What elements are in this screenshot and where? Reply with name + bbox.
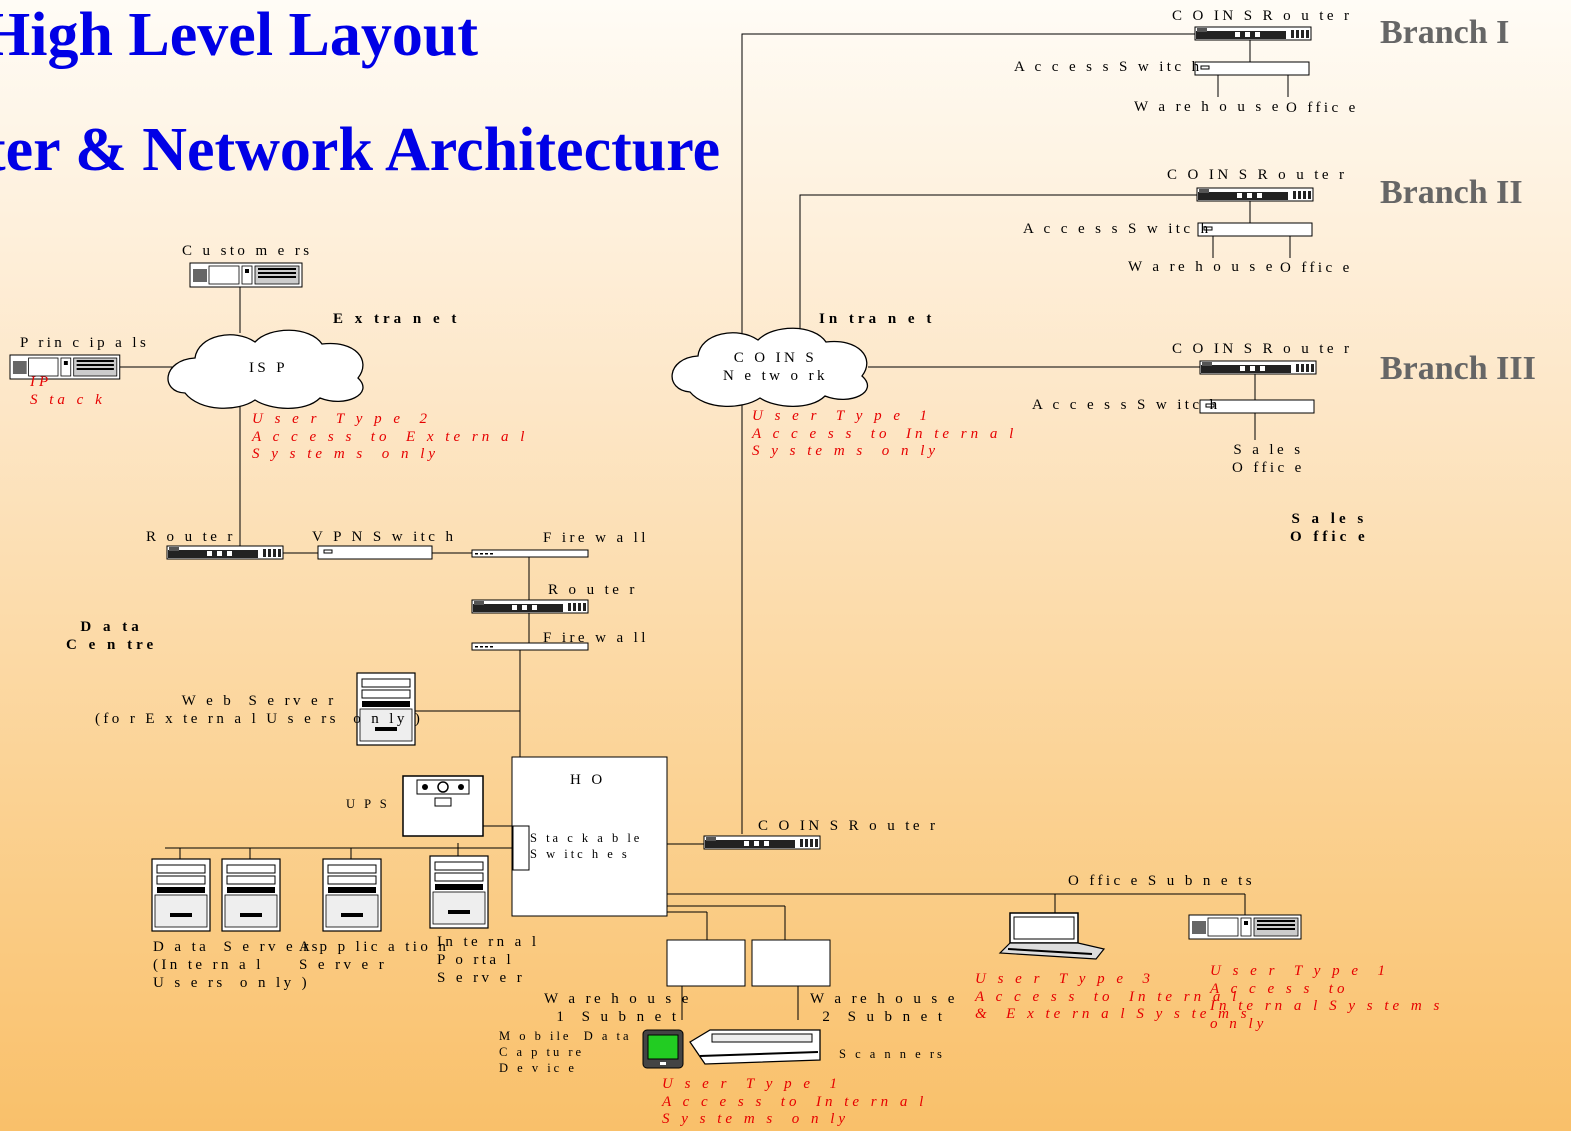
stackable-switches-label: S ta c k a b le S w itc h e s (530, 831, 643, 861)
note-user-type1-intranet: U s e r T y p e 1 A c c e s s to In te r… (752, 408, 1018, 459)
branch2-access-switch (1197, 222, 1313, 237)
branch1-switch-label: A c c e s s S w itc h (1014, 59, 1203, 75)
note-user-type2: U s e r T y p e 2 A c c e s s to E x te … (252, 411, 529, 462)
ho-box (511, 756, 668, 917)
intranet-label: In tra n e t (819, 311, 936, 327)
firewall-top (471, 549, 589, 558)
scanner-device (689, 1029, 821, 1065)
branch-3-label: Branch III (1380, 350, 1536, 387)
branch1-access-switch (1194, 61, 1310, 76)
ups-label: U P S (346, 797, 390, 811)
customers-computer (189, 262, 303, 288)
ups-unit (402, 775, 484, 837)
branch1-warehouse-label: W a re h o u s e (1134, 99, 1282, 115)
data-servers-label: D a ta S e rv e rs (In te rn a l U s e r… (153, 939, 321, 991)
branch-2-label: Branch II (1380, 174, 1523, 211)
warehouse1-subnet-label: W a re h o u s e 1 S u b n e t (544, 991, 692, 1025)
branch3-router (1199, 360, 1317, 375)
isp-cloud (167, 329, 364, 409)
note-user-type1-office: U s e r T y p e 1 A c c e s s to In te r… (1210, 963, 1444, 1032)
office-subnets-label: O ffic e S u b n e ts (1068, 873, 1255, 889)
branch2-router (1196, 187, 1314, 202)
web-server-label: W e b S e rv e r (fo r E x te rn a l U s… (95, 693, 424, 727)
branch2-switch-label: A c c e s s S w itc h (1023, 221, 1212, 237)
title-line1: High Level Layout (0, 1, 479, 69)
internal-portal-server (429, 855, 489, 929)
warehouse1-box (666, 939, 746, 987)
branch3-switch-label: A c c e s s S w itc h (1032, 397, 1221, 413)
isp-label: IS P (249, 360, 289, 376)
stackable-switch (512, 825, 530, 871)
coins-network-cloud (671, 327, 869, 407)
branch2-warehouse-label: W a re h o u s e (1128, 259, 1276, 275)
note-user-type1-mobile: U s e r T y p e 1 A c c e s s to In te r… (662, 1076, 928, 1127)
vpn-switch-label: V P N S w itc h (312, 529, 457, 545)
application-server-label: A p p lic a tio n S e rv e r (299, 939, 450, 973)
principals-label: P rin c ip a ls (20, 335, 150, 351)
warehouse2-subnet-label: W a re h o u s e 2 S u b n e t (810, 991, 958, 1025)
ho-coins-router-label: C O IN S R o u te r (758, 818, 939, 834)
ho-coins-router (703, 835, 821, 850)
mobile-data-label: M o b ile D a ta C a p tu re D e v ic e (499, 1029, 632, 1075)
extranet-label: E x tra n e t (333, 311, 461, 327)
data-server-1 (151, 858, 211, 932)
ip-stack-label: IP S ta c k (30, 374, 106, 408)
scanners-label: S c a n n e rs (839, 1047, 945, 1061)
branch1-router-label: C O IN S R o u te r (1172, 8, 1353, 24)
branch2-router-label: C O IN S R o u te r (1167, 167, 1348, 183)
mobile-device (642, 1029, 684, 1069)
vpn-switch (317, 545, 433, 560)
customers-label: C u sto m e rs (182, 243, 313, 259)
internal-portal-server-label: In te rn a l P o rta l S e rv e r (437, 934, 540, 986)
office-laptop (999, 912, 1105, 960)
dc-router (166, 545, 284, 560)
application-server (322, 858, 382, 932)
note-user-type3: U s e r T y p e 3 A c c e s s to In te r… (975, 971, 1251, 1022)
branch1-router (1194, 26, 1312, 41)
sales-office-bold-label: S a le s O ffic e (1290, 511, 1369, 545)
firewall-top-label: F ire w a ll (543, 530, 649, 546)
dc-router-label: R o u te r (146, 529, 236, 545)
firewall-bottom-label: F ire w a ll (543, 630, 649, 646)
dc-internal-router-label: R o u te r (548, 582, 638, 598)
branch3-sales-office-label: S a le s O ffic e (1232, 442, 1305, 476)
coins-network-label: C O IN S N e tw o rk (723, 350, 828, 384)
branch2-office-label: O ffic e (1280, 260, 1353, 276)
branch1-office-label: O ffic e (1286, 100, 1359, 116)
warehouse2-box (751, 939, 831, 987)
branch3-router-label: C O IN S R o u te r (1172, 341, 1353, 357)
data-server-2 (221, 858, 281, 932)
branch-1-label: Branch I (1380, 14, 1510, 51)
office-desktop (1188, 914, 1302, 940)
ho-label: H O (570, 772, 606, 788)
data-centre-label: D a ta C e n tre (66, 619, 158, 653)
connection-lines (120, 33, 1291, 1020)
dc-internal-router (471, 599, 589, 614)
title-line2: ter & Network Architecture (0, 116, 721, 184)
